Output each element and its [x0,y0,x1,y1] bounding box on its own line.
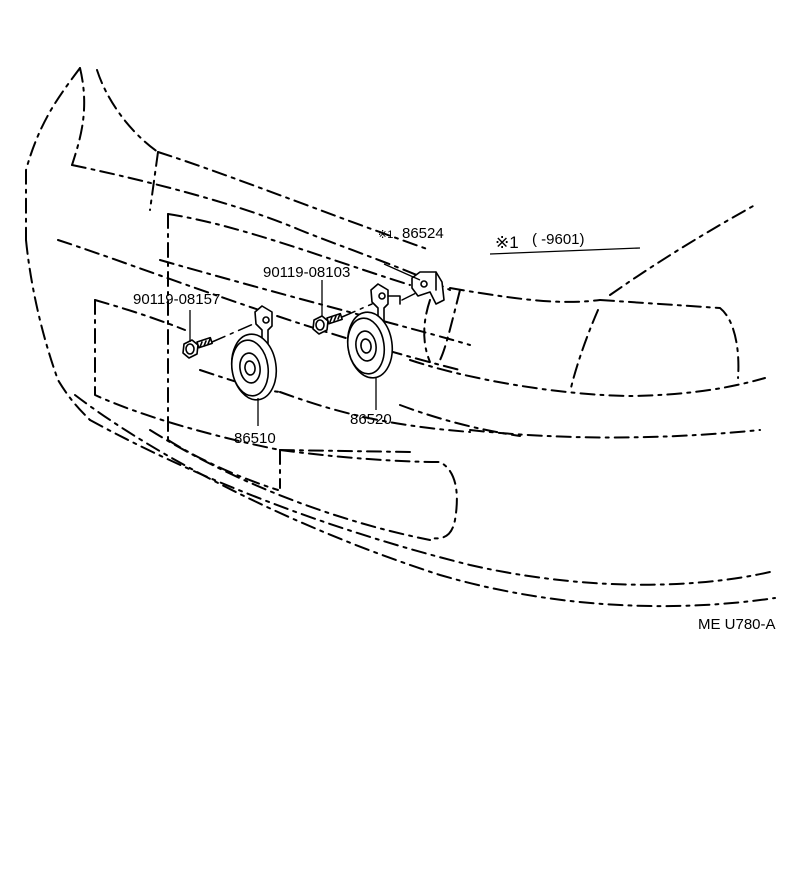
figure-code: ME U780-A [698,616,776,633]
horn-high-part [346,283,419,379]
label-bracket: 86524 [402,225,444,242]
bolt-a-part [182,321,259,359]
note-mark: ※1 [495,233,519,252]
car-body-outline [25,67,776,608]
label-bolt-b: 90119-08103 [263,264,350,281]
note-range: ( -9601) [532,231,585,248]
label-horn-high: 86520 [350,411,392,428]
label-bracket-mark: ※1 [378,229,393,241]
label-horn-low: 86510 [234,430,276,447]
label-bolt-a: 90119-08157 [133,291,220,308]
bracket-part [411,271,445,305]
horn-low-part [230,305,278,401]
leader-lines [189,247,641,426]
labels: 90119-08157 90119-08103 86510 86520 ※1 8… [133,225,776,633]
bolt-b-part [312,303,373,335]
